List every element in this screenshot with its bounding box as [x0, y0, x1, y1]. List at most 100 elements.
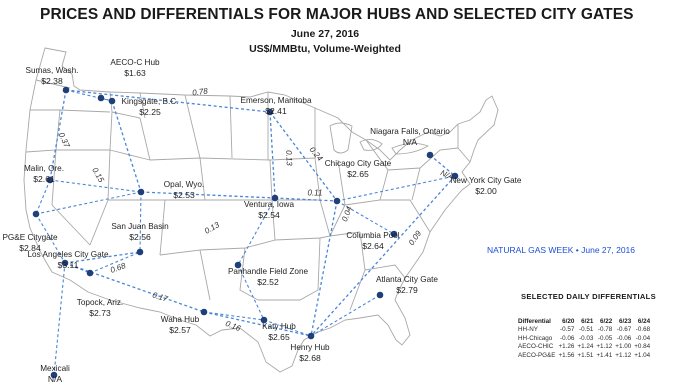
- col-header-date: 6/21: [581, 318, 594, 325]
- hub-price: $2.53: [173, 190, 195, 200]
- hub-point-ventura[interactable]: [271, 194, 279, 202]
- cell-value: -0.03: [578, 334, 594, 342]
- col-header-date: 6/20: [562, 318, 575, 325]
- hub-name: New York City Gate: [450, 176, 522, 185]
- hub-label-la: Los Angeles City Gate$3.11: [27, 250, 108, 270]
- differential-link-emerson-ventura: [269, 111, 276, 199]
- hub-name: AECO-C Hub: [110, 58, 160, 67]
- hub-point-columbia[interactable]: [390, 230, 398, 238]
- cell-value: -0.06: [616, 334, 632, 342]
- hub-name: Ventura, Iowa: [243, 200, 295, 209]
- pipeline-link-la-topock: [64, 262, 91, 274]
- cell-value: -0.04: [635, 334, 651, 342]
- table-row: HH-Chicago -0.06 -0.03 -0.05 -0.06 -0.04: [518, 335, 653, 343]
- pipeline-link-ventura-panhandle: [237, 197, 276, 266]
- hub-point-sumas[interactable]: [62, 86, 70, 94]
- table-row: HH-NY -0.57 -0.51 -0.78 -0.67 -0.68: [518, 326, 653, 334]
- col-header-date: 6/24: [637, 318, 651, 325]
- table-row: AECO-CHIC +1.26 +1.24 +1.12 +1.00 +0.84: [518, 343, 653, 351]
- hub-price: N/A: [47, 374, 63, 384]
- row-label: HH-NY: [518, 326, 538, 334]
- cell-value: +0.84: [634, 343, 651, 351]
- hub-point-topock[interactable]: [86, 269, 94, 277]
- hub-label-topock: Topock, Ariz.$2.73: [77, 298, 123, 318]
- hub-point-pge[interactable]: [32, 210, 40, 218]
- hub-name: Los Angeles City Gate: [27, 250, 109, 259]
- hub-price: $2.57: [169, 325, 191, 335]
- pipeline-link-henry-atlanta: [310, 294, 381, 337]
- hub-label-pge: PG&E Citygate$2.84: [2, 233, 57, 253]
- hub-point-niagara[interactable]: [426, 151, 434, 159]
- pipeline-link-topock-sanjuan: [89, 251, 141, 274]
- cell-value: +1.41: [596, 351, 613, 359]
- pipeline-link-katy-henry: [263, 319, 312, 337]
- hub-name: PG&E Citygate: [2, 233, 58, 242]
- row-label: AECO-PG&E: [518, 351, 556, 359]
- hub-name: Waha Hub: [160, 315, 200, 324]
- col-header-date: 6/23: [618, 318, 632, 325]
- hub-price: $2.79: [396, 285, 418, 295]
- hub-label-columbia: Columbia Pool$2.64: [346, 231, 399, 251]
- hub-label-sanjuan: San Juan Basin$2.56: [111, 222, 168, 242]
- hub-label-sumas: Sumas, Wash.$2.38: [26, 66, 79, 86]
- differential-link-sumas-malin: [49, 89, 67, 181]
- hub-point-henry[interactable]: [307, 332, 315, 340]
- cell-value: +1.26: [558, 343, 575, 351]
- hub-point-opal[interactable]: [137, 188, 145, 196]
- hub-name: Panhandle Field Zone: [227, 267, 309, 276]
- hub-label-atlanta: Atlanta City Gate$2.79: [376, 275, 438, 295]
- differential-link-kingsgate-opal: [111, 100, 142, 193]
- differential-link-opal-ventura: [140, 191, 276, 199]
- hub-name: Mexicali: [40, 364, 70, 373]
- hub-price: $1.63: [124, 68, 146, 78]
- hub-point-la[interactable]: [61, 259, 69, 267]
- hub-price: $2.64: [362, 241, 384, 251]
- hub-point-panhandle[interactable]: [234, 261, 242, 269]
- great-lakes: [329, 122, 430, 155]
- cell-value: +1.51: [577, 351, 594, 359]
- cell-value: +1.56: [558, 351, 575, 359]
- table-row: AECO-PG&E +1.56 +1.51 +1.41 +1.12 +1.04: [518, 352, 653, 360]
- hub-points: [32, 86, 459, 379]
- row-label: AECO-CHIC: [518, 343, 554, 351]
- hub-name: San Juan Basin: [111, 222, 169, 231]
- hub-label-henry: Henry Hub$2.68: [290, 343, 329, 363]
- hub-point-aeco[interactable]: [97, 94, 105, 102]
- hub-price: $2.65: [268, 332, 290, 342]
- hub-point-chicago[interactable]: [333, 197, 341, 205]
- hub-name: Malin, Ore.: [23, 164, 65, 173]
- cell-value: +1.12: [615, 351, 632, 359]
- pipeline-link-chicago-nyc: [336, 175, 456, 202]
- hub-point-kingsgate[interactable]: [108, 97, 116, 105]
- pipeline-link-malin-pge: [35, 179, 51, 215]
- pipeline-link-la-mexicali: [53, 262, 66, 376]
- hub-point-katy[interactable]: [260, 316, 268, 324]
- hub-price: $3.11: [57, 260, 79, 270]
- differential-value: 0.11: [307, 188, 323, 198]
- col-header-date: 6/22: [600, 318, 613, 325]
- differential-link-waha-henry: [203, 311, 312, 337]
- hub-point-emerson[interactable]: [266, 108, 274, 116]
- differential-link-sumas-emerson: [65, 89, 271, 113]
- hub-point-nyc[interactable]: [451, 172, 459, 180]
- hub-label-chicago: Chicago City Gate$2.65: [325, 159, 391, 179]
- hub-label-emerson: Emerson, Manitoba$2.41: [241, 96, 312, 116]
- hub-point-sanjuan[interactable]: [136, 248, 144, 256]
- cell-value: -0.05: [597, 334, 613, 342]
- source-credit: NATURAL GAS WEEK • June 27, 2016: [487, 245, 636, 255]
- report-date: June 27, 2016: [290, 28, 360, 40]
- hub-price: N/A: [402, 137, 418, 147]
- hub-point-atlanta[interactable]: [376, 291, 384, 299]
- cell-value: +1.24: [577, 343, 594, 351]
- hub-price: $2.73: [89, 308, 111, 318]
- hub-label-ventura: Ventura, Iowa$2.54: [244, 200, 294, 220]
- hub-point-mexicali[interactable]: [50, 371, 58, 379]
- hub-point-waha[interactable]: [200, 308, 208, 316]
- hub-name: Atlanta City Gate: [376, 275, 438, 284]
- cell-value: +1.00: [615, 343, 632, 351]
- pipeline-link-malin-opal: [49, 179, 142, 193]
- hub-point-malin[interactable]: [46, 176, 54, 184]
- differential-link-nyc-henry: [310, 175, 456, 337]
